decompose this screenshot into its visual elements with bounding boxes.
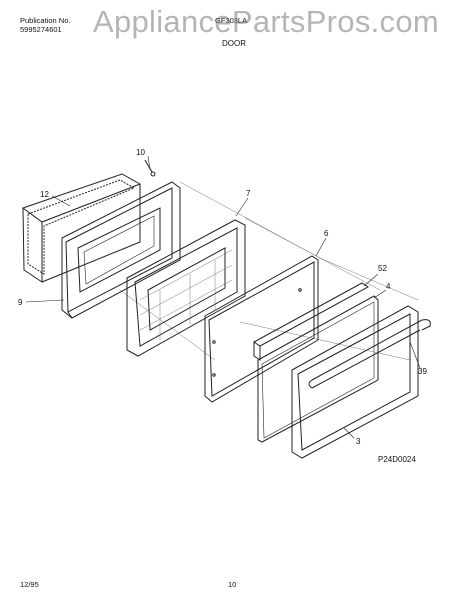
door-gasket [21, 173, 142, 283]
assembly-guide-lines [119, 181, 419, 361]
callout-6: 6 [324, 229, 329, 238]
callout-7: 7 [246, 189, 251, 198]
publication-label: Publication No. [20, 16, 71, 25]
publication-number: 5995274601 [20, 25, 62, 34]
callout-52: 52 [378, 264, 387, 273]
door-trim-strip [253, 282, 369, 361]
callout-9: 9 [18, 298, 23, 307]
footer-date: 12/95 [20, 580, 39, 589]
outer-glass [257, 295, 379, 443]
callout-4: 4 [386, 282, 391, 291]
door-insulation [126, 219, 246, 357]
door-handle [308, 319, 431, 389]
screw [144, 159, 156, 177]
callout-12: 12 [40, 190, 49, 199]
callout-3: 3 [356, 437, 361, 446]
footer-page-number: 10 [228, 580, 237, 589]
section-title: DOOR [222, 39, 246, 48]
diagram-code: P24D0024 [378, 455, 416, 464]
inner-door-panel [61, 181, 181, 319]
model-number: GF303LA [215, 16, 248, 25]
callout-10: 10 [136, 148, 145, 157]
leader-lines [25, 155, 421, 439]
outer-door-frame [291, 305, 419, 459]
callout-39: 39 [418, 367, 427, 376]
watermark: AppliancePartsPros.com [93, 4, 440, 39]
inner-glass-panel [204, 255, 319, 403]
